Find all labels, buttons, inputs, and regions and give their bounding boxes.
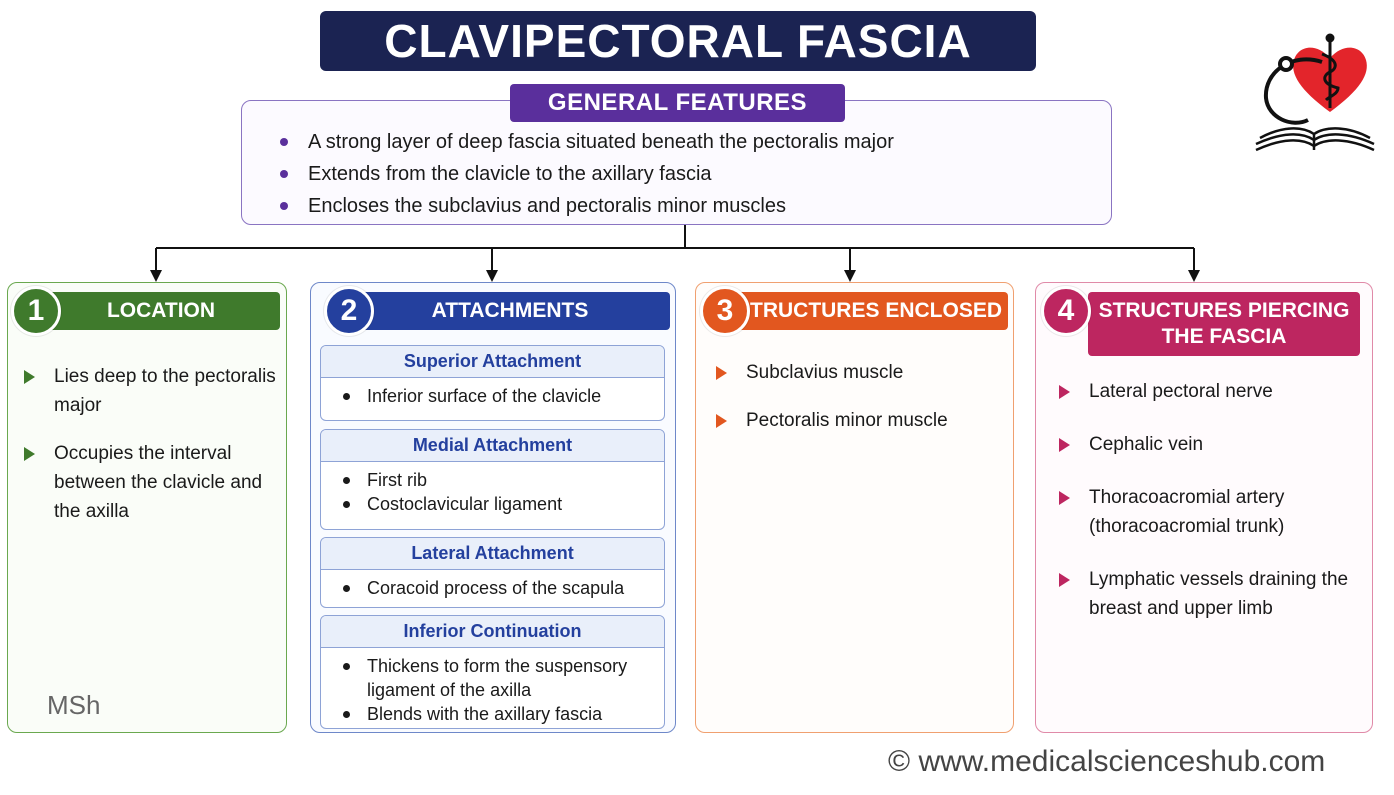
attachments-heading: ATTACHMENTS (350, 292, 670, 330)
open-book-icon (1255, 127, 1375, 152)
location-card (7, 282, 287, 733)
list-item: Encloses the subclavius and pectoralis m… (280, 190, 894, 222)
list-item: Blends with the axillary fascia (341, 702, 654, 726)
copyright-text: © www.medicalscienceshub.com (888, 745, 1326, 778)
list-item: Coracoid process of the scapula (341, 576, 654, 600)
subsection-heading: Inferior Continuation (321, 616, 664, 648)
list-item: Thoracoacromial artery (thoracoacromial … (1055, 483, 1365, 541)
structures-enclosed-list: Subclavius muscle Pectoralis minor muscl… (712, 358, 1002, 454)
inferior-continuation-box: Inferior Continuation Thickens to form t… (320, 615, 665, 729)
list-item: Extends from the clavicle to the axillar… (280, 158, 894, 190)
logo (1255, 33, 1375, 152)
list-item: Cephalic vein (1055, 430, 1365, 459)
superior-attachment-box: Superior Attachment Inferior surface of … (320, 345, 665, 421)
list-item: Subclavius muscle (712, 358, 1002, 387)
number-badge: 4 (1041, 286, 1091, 336)
list-item: Lies deep to the pectoralis major (20, 362, 280, 420)
structures-enclosed-heading: STRUCTURES ENCLOSED (730, 292, 1008, 330)
location-list: Lies deep to the pectoralis major Occupi… (20, 362, 280, 545)
list-item: Lateral pectoral nerve (1055, 377, 1365, 406)
number-badge: 3 (700, 286, 750, 336)
subsection-heading: Lateral Attachment (321, 538, 664, 570)
list-item: Inferior surface of the clavicle (341, 384, 654, 408)
list-item: A strong layer of deep fascia situated b… (280, 126, 894, 158)
structures-piercing-list: Lateral pectoral nerve Cephalic vein Tho… (1055, 377, 1365, 647)
structures-piercing-card (1035, 282, 1373, 733)
list-item: Occupies the interval between the clavic… (20, 439, 280, 526)
list-item: Lymphatic vessels draining the breast an… (1055, 565, 1365, 623)
page-title: CLAVIPECTORAL FASCIA (320, 11, 1036, 71)
stethoscope-icon (1263, 56, 1323, 125)
subsection-heading: Medial Attachment (321, 430, 664, 462)
signature: MSh (47, 690, 101, 720)
structures-enclosed-card (695, 282, 1014, 733)
number-badge: 1 (11, 286, 61, 336)
list-item: First rib (341, 468, 654, 492)
subsection-heading: Superior Attachment (321, 346, 664, 378)
general-features-list: A strong layer of deep fascia situated b… (280, 126, 894, 222)
general-features-heading: GENERAL FEATURES (510, 84, 845, 122)
number-badge: 2 (324, 286, 374, 336)
location-heading: LOCATION (42, 292, 280, 330)
list-item: Thickens to form the suspensory ligament… (341, 654, 654, 702)
structures-piercing-heading: STRUCTURES PIERCING THE FASCIA (1088, 292, 1360, 356)
list-item: Pectoralis minor muscle (712, 406, 1002, 435)
medial-attachment-box: Medial Attachment First rib Costoclavicu… (320, 429, 665, 530)
caduceus-icon (1321, 33, 1340, 108)
list-item: Costoclavicular ligament (341, 492, 654, 516)
lateral-attachment-box: Lateral Attachment Coracoid process of t… (320, 537, 665, 608)
